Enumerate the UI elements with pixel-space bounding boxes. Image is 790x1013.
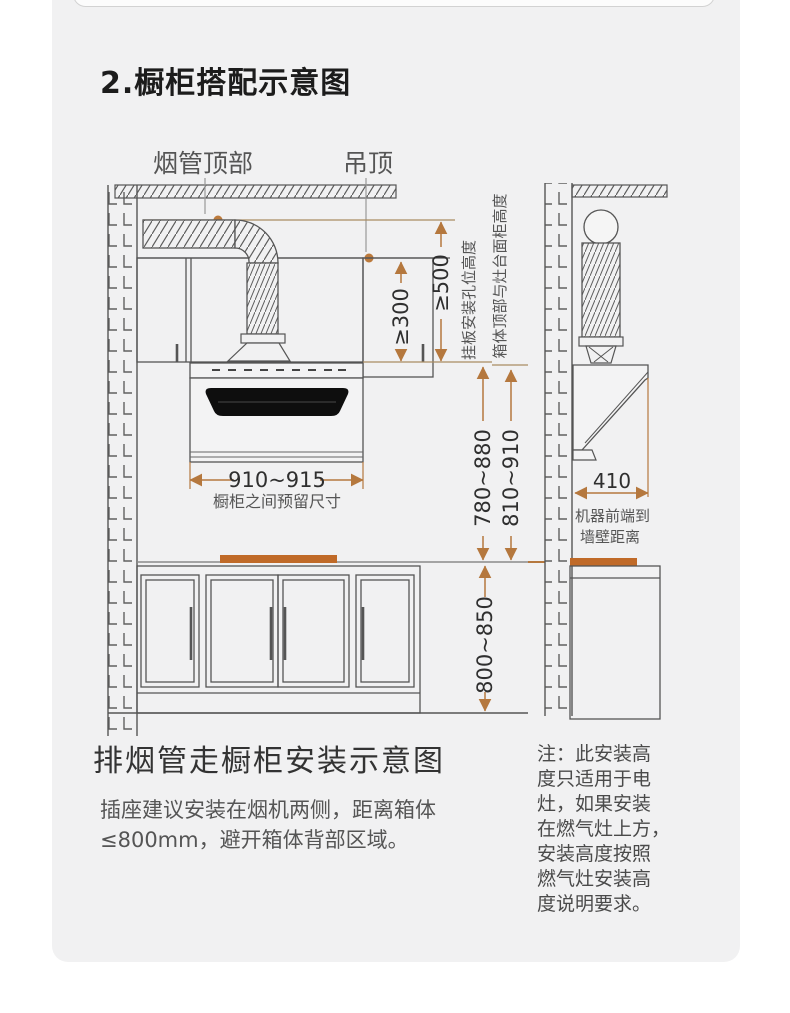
duct-flange bbox=[240, 333, 286, 344]
upper-cabinet-right bbox=[362, 257, 434, 378]
ceiling-label: 吊顶 bbox=[343, 149, 393, 178]
svg-text:≥300: ≥300 bbox=[389, 288, 413, 346]
base-cabinet-side bbox=[569, 565, 661, 720]
dimension-counter-height: 800~850 bbox=[473, 565, 497, 712]
hanger-hole-height-label: 挂板安装孔位高度 bbox=[460, 240, 478, 360]
cooktop-bar bbox=[220, 555, 337, 563]
range-hood-front bbox=[189, 362, 364, 463]
cooktop-bar-side bbox=[570, 558, 637, 566]
svg-text:910~915: 910~915 bbox=[228, 468, 326, 492]
dimension-duct-clearance: ≥500 bbox=[429, 221, 453, 362]
cabinet-gap-note: 橱柜之间预留尺寸 bbox=[213, 492, 341, 511]
front-to-wall-label-1: 机器前端到 bbox=[575, 507, 650, 525]
front-to-wall-label-2: 墙壁距离 bbox=[580, 528, 640, 546]
gas-stove-note: 注：此安装高 度只适用于电 灶，如果安装 在燃气灶上方， 安装高度按照 燃气灶安… bbox=[537, 743, 671, 916]
dimension-box-top: 810~910 bbox=[499, 369, 523, 561]
range-hood-side bbox=[572, 364, 649, 461]
side-view-diagram: 410 机器前端到 墙壁距离 bbox=[544, 183, 668, 720]
section-title: 2.橱柜搭配示意图 bbox=[100, 66, 352, 101]
svg-text:810~910: 810~910 bbox=[499, 429, 523, 527]
ceiling-slab-right bbox=[571, 184, 668, 198]
base-cabinets bbox=[136, 565, 421, 714]
wall-left bbox=[107, 185, 138, 736]
exhaust-duct-side bbox=[578, 209, 624, 364]
front-view-diagram: 烟管顶部 吊顶 bbox=[107, 149, 545, 736]
footer-heading: 排烟管走橱柜安装示意图 bbox=[93, 744, 445, 779]
duct-cone bbox=[226, 342, 292, 362]
exhaust-duct bbox=[142, 219, 292, 362]
svg-text:≥500: ≥500 bbox=[429, 254, 453, 312]
duct-top-label: 烟管顶部 bbox=[153, 149, 253, 178]
dimension-wall-distance: 410 机器前端到 墙壁距离 bbox=[574, 378, 650, 546]
svg-text:410: 410 bbox=[593, 469, 631, 493]
ceiling-slab bbox=[114, 184, 397, 199]
svg-text:780~880: 780~880 bbox=[471, 429, 495, 527]
wall-right bbox=[544, 183, 573, 716]
dimension-hanger-hole: 780~880 bbox=[471, 366, 495, 561]
svg-text:800~850: 800~850 bbox=[473, 596, 497, 694]
box-top-to-counter-label: 箱体顶部与灶台面柜高度 bbox=[491, 193, 509, 358]
content-panel bbox=[52, 0, 740, 962]
dimension-ceiling-clearance: ≥300 bbox=[389, 261, 413, 362]
dimension-cabinet-gap: 910~915 橱柜之间预留尺寸 bbox=[189, 462, 364, 511]
socket-note: 插座建议安装在烟机两侧，距离箱体 ≤800mm，避开箱体背部区域。 bbox=[100, 798, 436, 853]
